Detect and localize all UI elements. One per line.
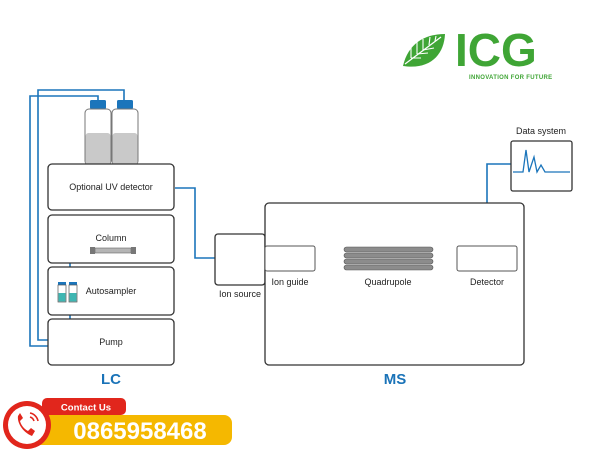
contact-phone-number[interactable]: 0865958468	[73, 418, 206, 445]
vials-icon	[57, 282, 78, 303]
leaf-icon	[403, 34, 445, 67]
autosampler-label: Autosampler	[86, 286, 137, 296]
lc-stack	[47, 163, 175, 366]
column-module	[47, 214, 175, 264]
ion-guide-box	[264, 245, 316, 272]
ion-source-box	[214, 233, 266, 286]
lc-label: LC	[101, 371, 121, 388]
quadrupole-label: Quadrupole	[364, 277, 411, 287]
tubing-line	[29, 95, 99, 347]
uv-detector-module	[47, 163, 175, 211]
pump-label: Pump	[99, 337, 123, 347]
logo-tagline: INNOVATION FOR FUTURE	[469, 75, 552, 81]
contact-phone-bg	[26, 415, 232, 445]
contact-banner[interactable]: Contact Us 0865958468	[3, 398, 232, 449]
uv-detector-label: Optional UV detector	[69, 182, 153, 192]
tubing-line	[175, 187, 216, 259]
autosampler-module	[47, 266, 175, 316]
quadrupole-rods	[343, 246, 434, 271]
column-tube-icon	[90, 247, 136, 254]
detector-box	[456, 245, 518, 272]
ms-enclosure	[264, 202, 525, 366]
icg-logo: ICG INNOVATION FOR FUTURE	[403, 24, 552, 81]
ms-label: MS	[384, 371, 407, 388]
pump-module	[47, 318, 175, 366]
spectrum-trace	[513, 149, 570, 174]
contact-us-label: Contact Us	[61, 403, 111, 414]
detector-label: Detector	[470, 277, 504, 287]
logo-text: ICG	[455, 24, 537, 76]
tubing-line	[37, 89, 125, 341]
solvent-bottle	[111, 100, 139, 166]
ion-guide-label: Ion guide	[271, 277, 308, 287]
contact-label-bg	[42, 398, 126, 415]
data-system-label: Data system	[516, 126, 566, 136]
ion-source-label: Ion source	[219, 289, 261, 299]
solvent-bottle	[84, 100, 112, 166]
solvent-bottles	[84, 100, 139, 166]
column-label: Column	[95, 233, 126, 243]
phone-icon[interactable]	[3, 401, 51, 449]
